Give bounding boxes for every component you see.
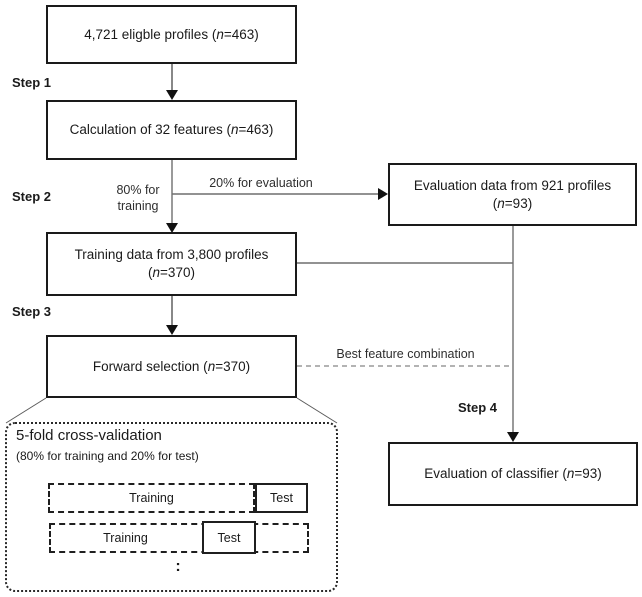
arrowhead-features-to-training [166,223,178,233]
box-forward-selection-label: Forward selection (n=370) [92,358,251,374]
n-variable: n [230,122,239,137]
box-feature-calculation-label: Calculation of 32 features (n=463) [69,122,274,137]
arrowhead-to-evaluation-classifier [507,432,519,442]
step-1-label: Step 1 [12,75,52,90]
label-80-percent-training: 80% for training [116,183,160,213]
fold1-training-segment [48,483,255,513]
fold2-training-segment [49,523,309,553]
step-2-label: Step 2 [12,189,52,204]
box-eligible-profiles-label: 4,721 eligble profiles (n=463) [84,26,259,42]
fold2-test-box: Test [202,521,256,554]
box-evaluation-data-line2: (n=93) [492,195,533,211]
n-variable: n [207,358,216,374]
step-4-label: Step 4 [458,400,498,415]
n-variable: n [497,195,505,211]
cross-validation-title: 5-fold cross-validation [16,427,162,444]
cross-validation-ellipsis: : [175,558,181,575]
n-variable: n [152,265,161,280]
box-feature-calculation: Calculation of 32 features (n=463) [46,100,297,160]
box-eligible-profiles: 4,721 eligble profiles (n=463) [46,5,297,64]
callout-diagonal-left [5,397,47,424]
box-training-data: Training data from 3,800 profiles (n=370… [46,232,297,296]
arrowhead-training-to-forward [166,325,178,335]
fold1-test-box: Test [255,483,308,513]
box-training-data-line1: Training data from 3,800 profiles [74,247,269,262]
cross-validation-subtitle: (80% for training and 20% for test) [16,449,199,463]
label-20-percent-evaluation: 20% for evaluation [209,176,313,190]
box-evaluation-data-line1: Evaluation data from 921 profiles [413,177,612,193]
n-variable: n [566,466,575,481]
fold1-training-label: Training [129,491,174,505]
step-3-label: Step 3 [12,304,52,319]
arrowhead-split-to-evaluation-data [378,188,388,200]
n-variable: n [216,26,224,42]
callout-diagonal-right [296,397,338,424]
box-evaluation-classifier-label: Evaluation of classifier (n=93) [424,466,602,481]
arrowhead-eligible-to-features [166,90,178,100]
box-evaluation-data: Evaluation data from 921 profiles (n=93) [388,163,637,226]
label-best-feature-combination: Best feature combination [336,347,475,361]
box-training-data-line2: (n=370) [148,265,195,280]
box-evaluation-classifier: Evaluation of classifier (n=93) [388,442,638,506]
fold2-training-label: Training [103,531,148,545]
box-forward-selection: Forward selection (n=370) [46,335,297,398]
